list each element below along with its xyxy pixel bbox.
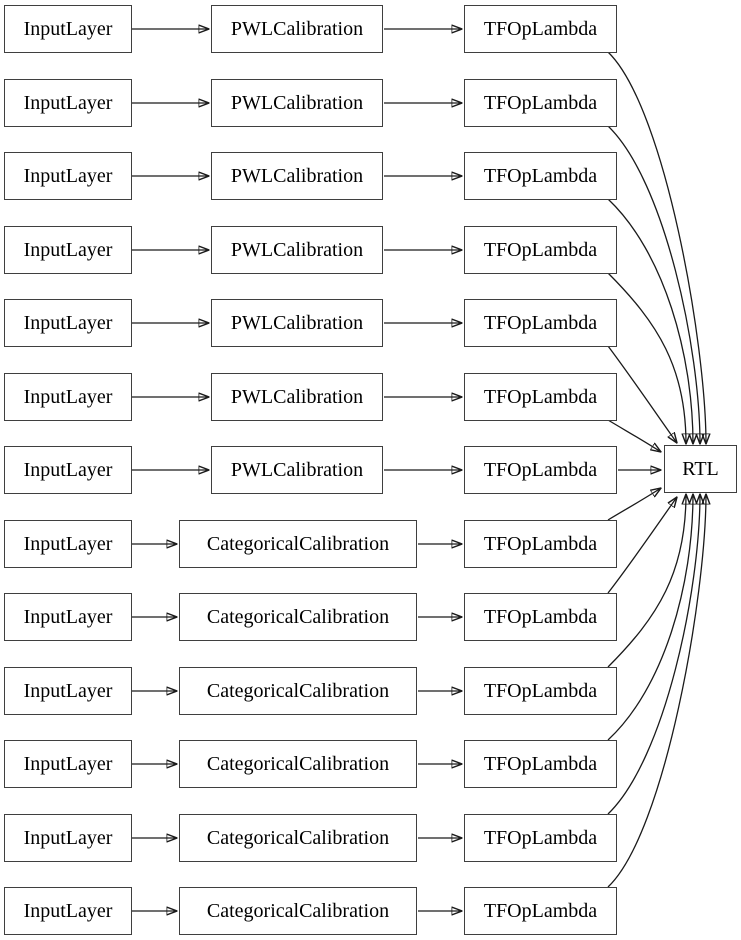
node-inputlayer: InputLayer (4, 887, 132, 935)
node-tfoplambda: TFOpLambda (464, 446, 617, 494)
node-inputlayer: InputLayer (4, 667, 132, 715)
node-pwlcalibration: PWLCalibration (211, 373, 383, 421)
node-pwlcalibration: PWLCalibration (211, 226, 383, 274)
node-tfoplambda: TFOpLambda (464, 152, 617, 200)
node-inputlayer: InputLayer (4, 740, 132, 788)
node-categoricalcalibration: CategoricalCalibration (179, 593, 417, 641)
node-inputlayer: InputLayer (4, 814, 132, 862)
node-pwlcalibration: PWLCalibration (211, 152, 383, 200)
edge-lambda-rtl-4 (607, 345, 677, 443)
node-categoricalcalibration: CategoricalCalibration (179, 887, 417, 935)
edge-lambda-rtl-10 (607, 494, 693, 741)
node-inputlayer: InputLayer (4, 79, 132, 127)
node-categoricalcalibration: CategoricalCalibration (179, 814, 417, 862)
node-tfoplambda: TFOpLambda (464, 740, 617, 788)
node-rtl: RTL (664, 445, 737, 493)
node-tfoplambda: TFOpLambda (464, 79, 617, 127)
node-categoricalcalibration: CategoricalCalibration (179, 667, 417, 715)
node-inputlayer: InputLayer (4, 446, 132, 494)
edge-lambda-rtl-3 (607, 272, 686, 444)
node-pwlcalibration: PWLCalibration (211, 446, 383, 494)
node-inputlayer: InputLayer (4, 5, 132, 53)
edge-lambda-rtl-11 (607, 494, 700, 815)
node-categoricalcalibration: CategoricalCalibration (179, 740, 417, 788)
node-pwlcalibration: PWLCalibration (211, 79, 383, 127)
edge-lambda-rtl-2 (607, 198, 693, 444)
node-inputlayer: InputLayer (4, 373, 132, 421)
node-tfoplambda: TFOpLambda (464, 887, 617, 935)
node-inputlayer: InputLayer (4, 520, 132, 568)
node-inputlayer: InputLayer (4, 226, 132, 274)
node-tfoplambda: TFOpLambda (464, 5, 617, 53)
node-inputlayer: InputLayer (4, 152, 132, 200)
node-tfoplambda: TFOpLambda (464, 373, 617, 421)
edge-lambda-rtl-12 (607, 494, 706, 888)
node-tfoplambda: TFOpLambda (464, 814, 617, 862)
edge-lambda-rtl-8 (607, 497, 677, 594)
edge-lambda-rtl-1 (607, 125, 700, 444)
edge-lambda-rtl-7 (607, 488, 661, 521)
edge-lambda-rtl-5 (607, 419, 661, 452)
node-tfoplambda: TFOpLambda (464, 667, 617, 715)
node-pwlcalibration: PWLCalibration (211, 5, 383, 53)
node-inputlayer: InputLayer (4, 593, 132, 641)
edge-lambda-rtl-9 (607, 494, 686, 668)
node-categoricalcalibration: CategoricalCalibration (179, 520, 417, 568)
node-tfoplambda: TFOpLambda (464, 520, 617, 568)
node-tfoplambda: TFOpLambda (464, 299, 617, 347)
node-inputlayer: InputLayer (4, 299, 132, 347)
edge-lambda-rtl-0 (607, 51, 706, 444)
node-tfoplambda: TFOpLambda (464, 226, 617, 274)
node-tfoplambda: TFOpLambda (464, 593, 617, 641)
node-pwlcalibration: PWLCalibration (211, 299, 383, 347)
